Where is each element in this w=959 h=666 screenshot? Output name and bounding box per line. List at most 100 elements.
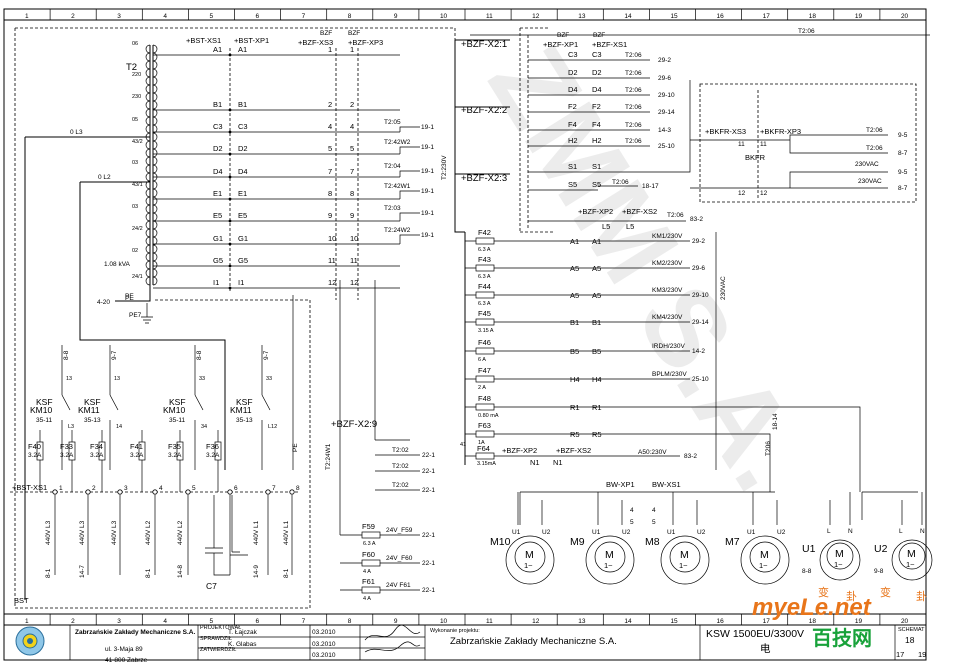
grid-number-top: 9 (394, 13, 398, 20)
grid-number-bottom: 15 (670, 618, 678, 625)
bkfr-wire-2: T2:06 (866, 145, 883, 152)
bst-xs1-header: +BST-XS1 (186, 36, 221, 45)
grid-number-top: 4 (163, 13, 167, 20)
grid-number-top: 1 (25, 13, 29, 20)
right-ref-wire: T2:06 (625, 138, 642, 145)
mid-ref-wire: T2:04 (384, 163, 401, 170)
motor-pin-u1: U1 (747, 529, 756, 536)
drawing-elec: 电 (760, 642, 771, 655)
bottom-wire-label: 440V L3 (79, 520, 86, 545)
grid-number-top: 13 (578, 13, 586, 20)
bst-pin: 5 (192, 485, 196, 492)
brand-watermark-1: myeLe.net (752, 594, 872, 621)
fuse-name: F36 (206, 442, 219, 451)
grid-number-bottom: 2 (71, 618, 75, 625)
grid-number-bottom: 3 (117, 618, 121, 625)
low-fuse-rating: 6.3 A (363, 541, 376, 547)
bkfr-wire-4: 230VAC (858, 178, 882, 185)
grid-column-dividers (49, 9, 881, 625)
signature-2 (364, 641, 421, 653)
right-pin-a: D2 (568, 68, 578, 77)
transformer-power: 1.08 kVA (104, 261, 131, 268)
right-pin-b: D4 (592, 85, 602, 94)
right-ref-wire: T2:06 (625, 70, 642, 77)
left-pin-a: E5 (213, 211, 222, 220)
low-fuse-wire: 24V_F59 (386, 527, 413, 534)
relay-sheet: 35-13 (84, 417, 101, 424)
left-pin-a: I1 (213, 278, 219, 287)
relay-num: 13 (114, 376, 120, 382)
bkfr-wire-3: 230VAC (855, 161, 879, 168)
xs3-pin: 1 (328, 45, 332, 54)
right-fuse-rating: 6.3 A (478, 247, 491, 253)
relay-dest: L12 (268, 424, 277, 430)
xp3-pin: 2 (350, 100, 354, 109)
role-designed: PROJEKTOWAŁ (200, 625, 241, 631)
relay-dest: L3 (68, 424, 74, 430)
right-pin-a: D4 (568, 85, 578, 94)
xp3-pin: 4 (350, 122, 354, 131)
xp3-pin: 12 (350, 278, 358, 287)
motor-symbol: M (605, 549, 614, 561)
right-fuse-pin-a: R1 (570, 403, 580, 412)
bottom-ref: 14-8 (177, 565, 184, 578)
motor-symbol: M (525, 549, 534, 561)
bw-pin-5a: 5 (630, 519, 634, 526)
right-fuse-rating: 0.80 mA (478, 413, 499, 419)
right-fuse-pin-b: B1 (592, 318, 601, 327)
motor-pin-u1: U1 (592, 529, 601, 536)
mid-ref-target: 19-1 (421, 210, 434, 217)
role-checked: SPRAWDZIŁ (200, 636, 232, 642)
left-pin-b: B1 (238, 100, 247, 109)
wire-label-l2: 0 L2 (98, 174, 111, 181)
xs3-pin: 4 (328, 122, 332, 131)
xp3-pin: 9 (350, 211, 354, 220)
grid-number-bottom: 12 (532, 618, 540, 625)
right-fuse-pin-b: A1 (592, 237, 601, 246)
left-pin-b: G1 (238, 234, 248, 243)
grid-number-top: 19 (855, 13, 863, 20)
relay-num: 33 (266, 376, 272, 382)
xs3-pin: 12 (328, 278, 336, 287)
relay-dest: 34 (201, 424, 207, 430)
relay-km-label: KM10 (30, 405, 52, 415)
grid-number-top: 2 (71, 13, 75, 20)
mid-ref-wire: T2:03 (384, 205, 401, 212)
unit-pin-n: N (920, 528, 925, 535)
s-wire-label: T2:06 (612, 179, 629, 186)
fuse-rating: 3.2A (168, 452, 182, 459)
bst-pin: 1 (59, 485, 63, 492)
bkfr-ref-4: 8-7 (898, 185, 908, 192)
right-fuse-pin-a: H4 (570, 375, 580, 384)
right-fuse-name: F48 (478, 394, 491, 403)
right-pin-b: F2 (592, 102, 601, 111)
bw-pin-4a: 4 (630, 507, 634, 514)
relay-num: 33 (199, 376, 205, 382)
left-pin-b: C3 (238, 122, 248, 131)
fuse-rating: 3.2A (60, 452, 74, 459)
bzf-x2-3-label: +BZF-X2:3 (461, 173, 507, 184)
l5-pin-a: L5 (602, 222, 610, 231)
low-fuse-rating: 4 A (363, 569, 371, 575)
grid-number-top: 10 (440, 13, 448, 20)
bkfr-ref-3: 9-5 (898, 169, 908, 176)
right-fuse-pin-a: A5 (570, 264, 579, 273)
xs3-pin: 7 (328, 167, 332, 176)
transformer-t2: T2 1.08 kVA PE (104, 44, 158, 302)
right-fuse-rating: 2 A (478, 385, 486, 391)
right-fuse-rating: 1A (478, 440, 485, 446)
bottom-wire-label: 440V L1 (283, 520, 290, 545)
svg-text:卦: 卦 (916, 589, 927, 603)
motor-phase: 1~ (759, 561, 768, 570)
fuse-rating: 3.2A (90, 452, 104, 459)
motor-pin-u1: U1 (667, 529, 676, 536)
mid-ref-wire: T2:42W2 (384, 139, 411, 146)
right-fuse-ref: 29-14 (692, 319, 709, 326)
relay-ksf-label: KSF (84, 397, 101, 407)
bottom-wire-label: 440V L1 (253, 520, 260, 545)
relay-num: 13 (66, 376, 72, 382)
motor-symbol: M (680, 549, 689, 561)
relay-ksf-label: KSF (169, 397, 186, 407)
